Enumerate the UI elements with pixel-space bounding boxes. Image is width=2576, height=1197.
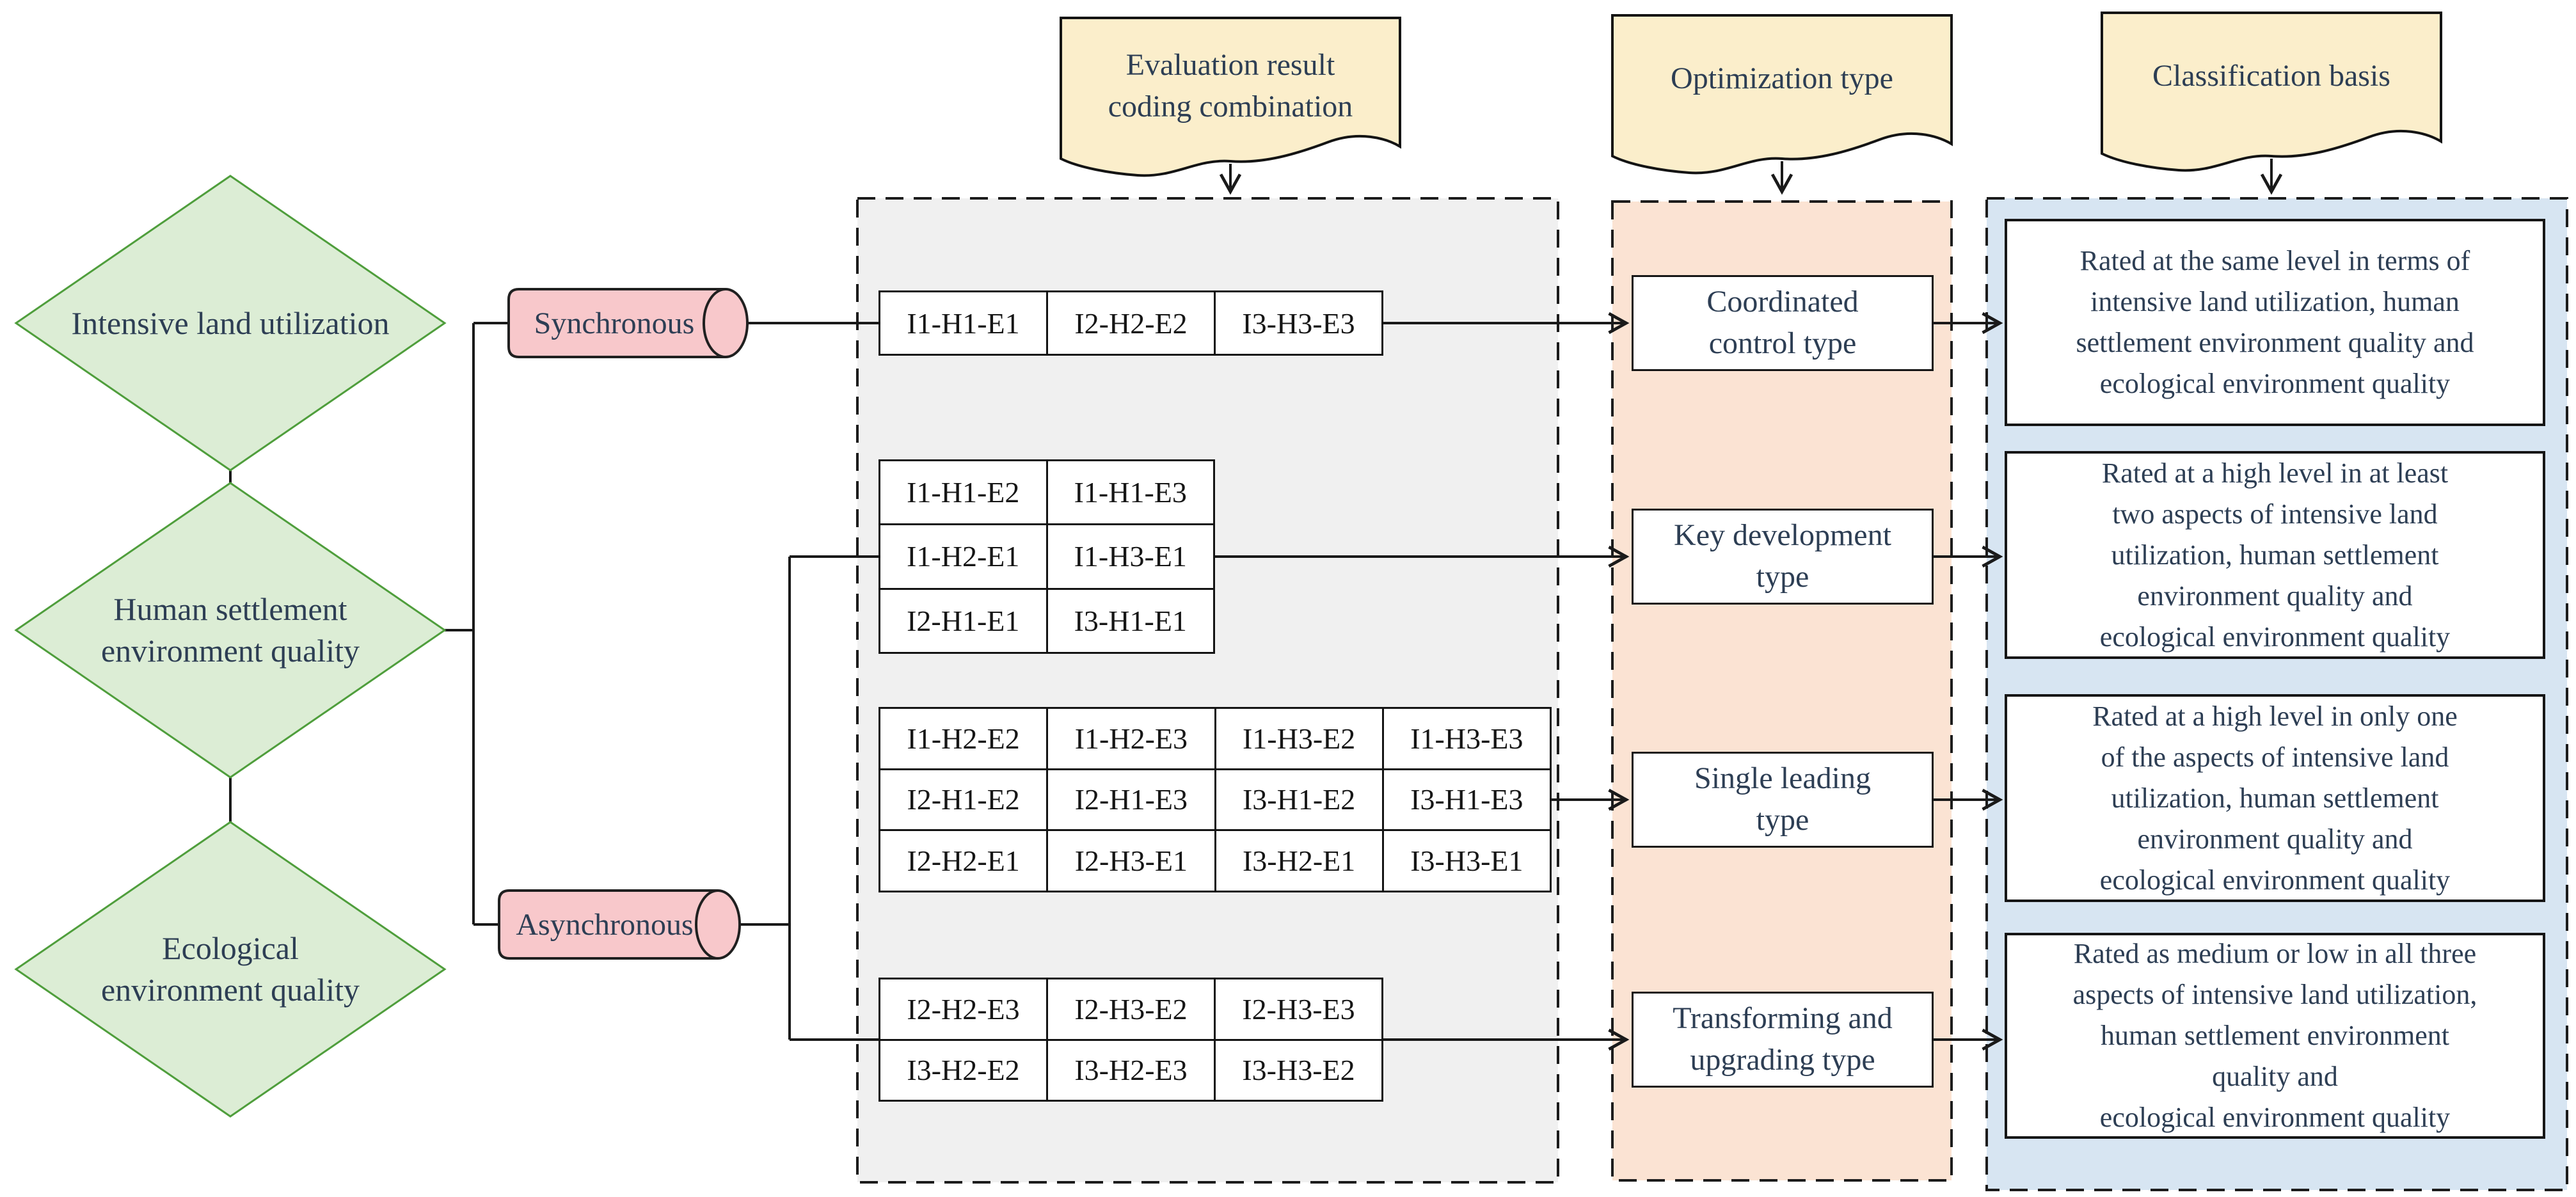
code-cell: I2-H1-E2	[878, 768, 1049, 832]
basis-box-transforming: Rated as medium or low in all three aspe…	[2005, 933, 2545, 1139]
code-cell: I1-H1-E3	[1046, 459, 1215, 526]
code-cell: I3-H3-E1	[1381, 829, 1552, 892]
banner-optimization	[1611, 14, 1953, 175]
code-cell: I1-H2-E2	[878, 707, 1049, 770]
diamond-human-settlement	[14, 482, 447, 779]
single-leading-code-table: I1-H2-E2 I1-H2-E3 I1-H3-E2 I1-H3-E3 I2-H…	[878, 707, 1552, 892]
cylinder-shapes	[498, 288, 749, 960]
code-cell: I2-H2-E3	[879, 978, 1048, 1041]
code-cell: I2-H3-E3	[1214, 978, 1383, 1041]
banner-classification	[2101, 12, 2442, 172]
type-box-key-development: Key development type	[1632, 509, 1934, 605]
basis-box-key-development: Rated at a high level in at least two as…	[2005, 451, 2545, 659]
code-cell: I1-H3-E3	[1381, 707, 1552, 770]
type-box-transforming-upgrading: Transforming and upgrading type	[1632, 992, 1934, 1088]
code-cell: I3-H1-E3	[1381, 768, 1552, 832]
banner-shapes	[1060, 12, 2442, 177]
basis-box-coordinated: Rated at the same level in terms of inte…	[2005, 219, 2545, 426]
code-cell: I1-H3-E1	[1046, 523, 1215, 590]
transforming-code-table: I2-H2-E3 I2-H3-E2 I2-H3-E3 I3-H2-E2 I3-H…	[879, 978, 1383, 1102]
diamond-intensive-land	[14, 175, 447, 472]
code-cell: I2-H3-E1	[1046, 829, 1216, 892]
key-development-code-table: I1-H1-E2 I1-H1-E3 I1-H2-E1 I1-H3-E1 I2-H…	[879, 459, 1215, 654]
code-cell: I1-H3-E2	[1214, 707, 1384, 770]
code-cell: I2-H3-E2	[1046, 978, 1216, 1041]
code-cell: I3-H1-E2	[1214, 768, 1384, 832]
diamond-shapes	[14, 175, 447, 1118]
code-cell: I1-H1-E1	[879, 290, 1048, 356]
cylinder-synchronous	[507, 288, 749, 358]
synchronous-code-table: I1-H1-E1 I2-H2-E2 I3-H3-E3	[879, 290, 1383, 356]
basis-box-single-leading: Rated at a high level in only one of the…	[2005, 694, 2545, 902]
code-cell: I3-H1-E1	[1046, 587, 1215, 654]
banner-coding	[1060, 17, 1401, 177]
code-cell: I2-H2-E1	[878, 829, 1049, 892]
code-cell: I3-H2-E2	[879, 1038, 1048, 1102]
code-cell: I3-H2-E1	[1214, 829, 1384, 892]
type-box-single-leading: Single leading type	[1632, 752, 1934, 848]
cylinder-synchronous-seam	[703, 288, 726, 358]
code-cell: I1-H2-E1	[879, 523, 1048, 590]
code-cell: I3-H3-E3	[1214, 290, 1383, 356]
code-cell: I3-H2-E3	[1046, 1038, 1216, 1102]
diamond-ecological	[14, 821, 447, 1118]
code-cell: I3-H3-E2	[1214, 1038, 1383, 1102]
cylinder-asynchronous-seam	[695, 889, 719, 960]
type-box-coordinated-control: Coordinated control type	[1632, 275, 1934, 371]
code-cell: I2-H2-E2	[1046, 290, 1216, 356]
code-cell: I1-H2-E3	[1046, 707, 1216, 770]
code-cell: I2-H1-E3	[1046, 768, 1216, 832]
code-cell: I2-H1-E1	[879, 587, 1048, 654]
cylinder-asynchronous	[498, 889, 741, 960]
code-cell: I1-H1-E2	[879, 459, 1048, 526]
